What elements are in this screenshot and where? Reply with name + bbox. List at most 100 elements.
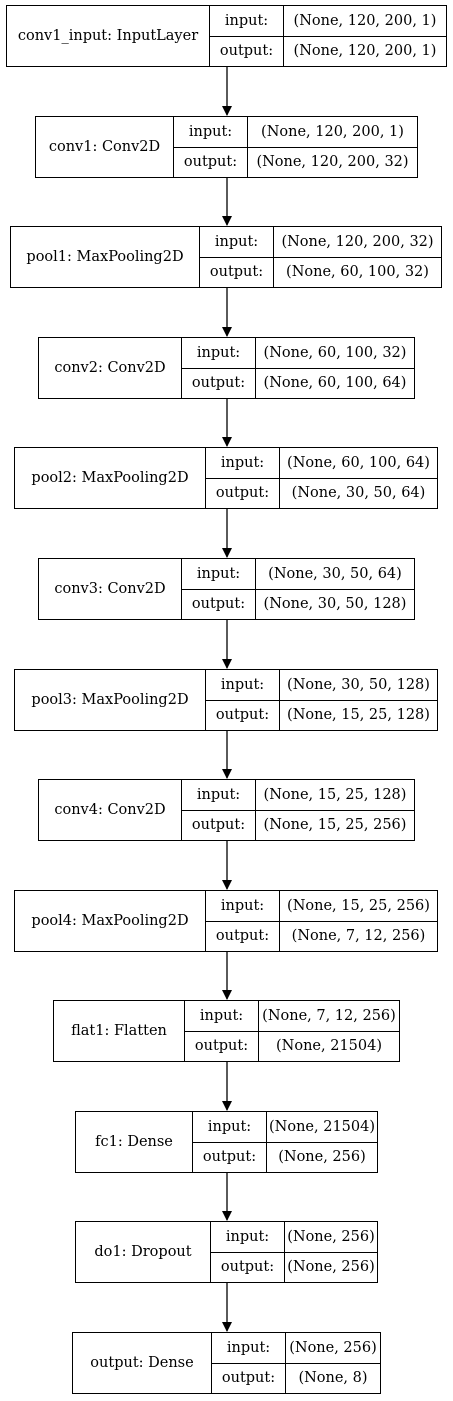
shape-values: (None, 120, 200, 1) (None, 120, 200, 32) <box>248 117 417 177</box>
input-shape: (None, 15, 25, 256) <box>280 891 437 922</box>
input-label: input: <box>212 1333 285 1364</box>
output-shape: (None, 256) <box>287 1259 375 1276</box>
input-label: input: <box>185 1001 258 1032</box>
output-shape: (None, 60, 100, 64) <box>263 375 407 392</box>
input-shape: (None, 7, 12, 256) <box>259 1001 399 1032</box>
io-labels: input: output: <box>185 1001 259 1061</box>
output-label: output: <box>202 1149 257 1166</box>
layer-node: flat1: Flatten input: output: (None, 7, … <box>53 1000 400 1062</box>
output-label: output: <box>183 154 238 171</box>
output-shape: (None, 120, 200, 32) <box>256 154 409 171</box>
layer-node: conv1: Conv2D input: output: (None, 120,… <box>35 116 418 178</box>
layer-name: pool1: MaxPooling2D <box>11 227 200 287</box>
layer-name: conv2: Conv2D <box>39 338 182 398</box>
output-label: output: <box>221 1370 276 1387</box>
input-shape: (None, 120, 200, 1) <box>284 6 446 37</box>
layer-name: output: Dense <box>73 1333 212 1393</box>
output-label: output: <box>215 707 270 724</box>
io-labels: input: output: <box>174 117 248 177</box>
output-label: output: <box>191 817 246 834</box>
shape-values: (None, 30, 50, 128) (None, 15, 25, 128) <box>280 670 437 730</box>
output-label: output: <box>194 1038 249 1055</box>
layer-node: pool2: MaxPooling2D input: output: (None… <box>14 447 438 509</box>
layer-name: flat1: Flatten <box>54 1001 185 1061</box>
output-shape: (None, 30, 50, 64) <box>291 485 426 502</box>
io-labels: input: output: <box>182 780 256 840</box>
input-shape: (None, 60, 100, 32) <box>256 338 414 369</box>
shape-values: (None, 120, 200, 1) (None, 120, 200, 1) <box>284 6 446 66</box>
input-label: input: <box>182 559 255 590</box>
layer-name: conv4: Conv2D <box>39 780 182 840</box>
io-labels: input: output: <box>200 227 274 287</box>
io-labels: input: output: <box>206 670 280 730</box>
layer-node: conv1_input: InputLayer input: output: (… <box>6 5 447 67</box>
output-label: output: <box>191 375 246 392</box>
output-shape: (None, 120, 200, 1) <box>293 43 437 60</box>
input-shape: (None, 120, 200, 32) <box>274 227 441 258</box>
input-label: input: <box>206 670 279 701</box>
output-label: output: <box>215 928 270 945</box>
io-labels: input: output: <box>210 6 284 66</box>
layer-node: pool4: MaxPooling2D input: output: (None… <box>14 890 438 952</box>
output-shape: (None, 15, 25, 128) <box>287 707 430 724</box>
layer-name: conv1: Conv2D <box>36 117 174 177</box>
output-shape: (None, 7, 12, 256) <box>291 928 426 945</box>
layer-node: conv2: Conv2D input: output: (None, 60, … <box>38 337 415 399</box>
output-shape: (None, 30, 50, 128) <box>263 596 407 613</box>
input-shape: (None, 30, 50, 64) <box>256 559 414 590</box>
input-shape: (None, 120, 200, 1) <box>248 117 417 148</box>
output-shape: (None, 21504) <box>276 1038 382 1055</box>
shape-values: (None, 21504) (None, 256) <box>267 1112 377 1172</box>
layer-name: conv3: Conv2D <box>39 559 182 619</box>
input-label: input: <box>206 448 279 479</box>
input-shape: (None, 21504) <box>267 1112 377 1143</box>
io-labels: input: output: <box>182 559 256 619</box>
input-shape: (None, 30, 50, 128) <box>280 670 437 701</box>
input-shape: (None, 256) <box>286 1333 380 1364</box>
input-label: input: <box>193 1112 266 1143</box>
output-shape: (None, 15, 25, 256) <box>263 817 407 834</box>
output-label: output: <box>219 43 274 60</box>
input-shape: (None, 60, 100, 64) <box>280 448 437 479</box>
shape-values: (None, 15, 25, 256) (None, 7, 12, 256) <box>280 891 437 951</box>
shape-values: (None, 30, 50, 64) (None, 30, 50, 128) <box>256 559 414 619</box>
layer-name: pool3: MaxPooling2D <box>15 670 206 730</box>
layer-node: pool1: MaxPooling2D input: output: (None… <box>10 226 442 288</box>
layer-name: pool2: MaxPooling2D <box>15 448 206 508</box>
io-labels: input: output: <box>211 1222 285 1282</box>
shape-values: (None, 15, 25, 128) (None, 15, 25, 256) <box>256 780 414 840</box>
output-label: output: <box>209 264 264 281</box>
layer-node: conv3: Conv2D input: output: (None, 30, … <box>38 558 415 620</box>
layer-name: conv1_input: InputLayer <box>7 6 210 66</box>
input-label: input: <box>211 1222 284 1253</box>
input-label: input: <box>182 338 255 369</box>
layer-node: conv4: Conv2D input: output: (None, 15, … <box>38 779 415 841</box>
layer-name: fc1: Dense <box>76 1112 193 1172</box>
output-shape: (None, 60, 100, 32) <box>286 264 429 281</box>
input-label: input: <box>182 780 255 811</box>
output-label: output: <box>215 485 270 502</box>
io-labels: input: output: <box>193 1112 267 1172</box>
layer-node: do1: Dropout input: output: (None, 256) … <box>75 1221 378 1283</box>
shape-values: (None, 60, 100, 32) (None, 60, 100, 64) <box>256 338 414 398</box>
shape-values: (None, 60, 100, 64) (None, 30, 50, 64) <box>280 448 437 508</box>
input-shape: (None, 15, 25, 128) <box>256 780 414 811</box>
output-shape: (None, 256) <box>278 1149 366 1166</box>
shape-values: (None, 120, 200, 32) (None, 60, 100, 32) <box>274 227 441 287</box>
input-label: input: <box>210 6 283 37</box>
shape-values: (None, 256) (None, 256) <box>285 1222 377 1282</box>
layer-node: fc1: Dense input: output: (None, 21504) … <box>75 1111 378 1173</box>
layer-name: do1: Dropout <box>76 1222 211 1282</box>
layer-node: output: Dense input: output: (None, 256)… <box>72 1332 381 1394</box>
output-label: output: <box>191 596 246 613</box>
shape-values: (None, 256) (None, 8) <box>286 1333 380 1393</box>
input-label: input: <box>174 117 247 148</box>
input-label: input: <box>206 891 279 922</box>
io-labels: input: output: <box>206 448 280 508</box>
layer-node: pool3: MaxPooling2D input: output: (None… <box>14 669 438 731</box>
output-label: output: <box>220 1259 275 1276</box>
shape-values: (None, 7, 12, 256) (None, 21504) <box>259 1001 399 1061</box>
input-shape: (None, 256) <box>285 1222 377 1253</box>
io-labels: input: output: <box>206 891 280 951</box>
